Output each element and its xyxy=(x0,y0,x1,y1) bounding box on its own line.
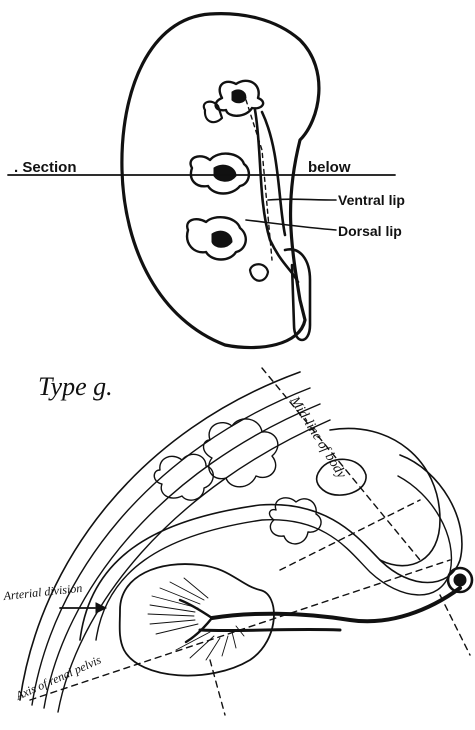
lower-minor-calyx xyxy=(250,264,268,281)
axis-dashed-2 xyxy=(280,500,420,570)
renal-artery xyxy=(212,588,460,621)
arterial-arrowhead xyxy=(96,603,106,613)
axis-dashed-3 xyxy=(210,660,225,715)
lower-calyx-fill xyxy=(212,231,232,247)
ventral-lip-label: Ventral lip xyxy=(338,192,405,208)
middle-calyx-fill xyxy=(214,165,236,181)
upper-calyx-fill xyxy=(232,90,246,103)
axis-dashed-4 xyxy=(440,595,470,655)
right-loop xyxy=(330,428,440,565)
outer-band-4 xyxy=(58,420,330,712)
lower-kidney xyxy=(120,564,274,676)
midline-label: Mid-line of body xyxy=(286,393,349,482)
upper-kidney-figure: . Section below Ventral lip Dorsal lip xyxy=(8,14,405,348)
axis-renal-pelvis-label: Axis of renal pelvis xyxy=(13,652,104,703)
below-label: below xyxy=(308,159,351,176)
vessel-cross-section-inner xyxy=(454,574,466,586)
kidney-striations xyxy=(148,578,244,660)
renal-vein xyxy=(200,629,340,630)
dorsal-lip-label: Dorsal lip xyxy=(338,223,402,239)
ventral-lip-leader xyxy=(268,199,336,200)
arterial-division-label: Arterial division xyxy=(2,581,83,603)
outer-band-1 xyxy=(20,372,300,700)
type-g-title: Type g. xyxy=(38,372,113,401)
section-label: . Section xyxy=(14,159,77,176)
lower-type-g-figure: Type g. xyxy=(2,368,472,715)
upper-minor-calyx xyxy=(204,102,222,123)
